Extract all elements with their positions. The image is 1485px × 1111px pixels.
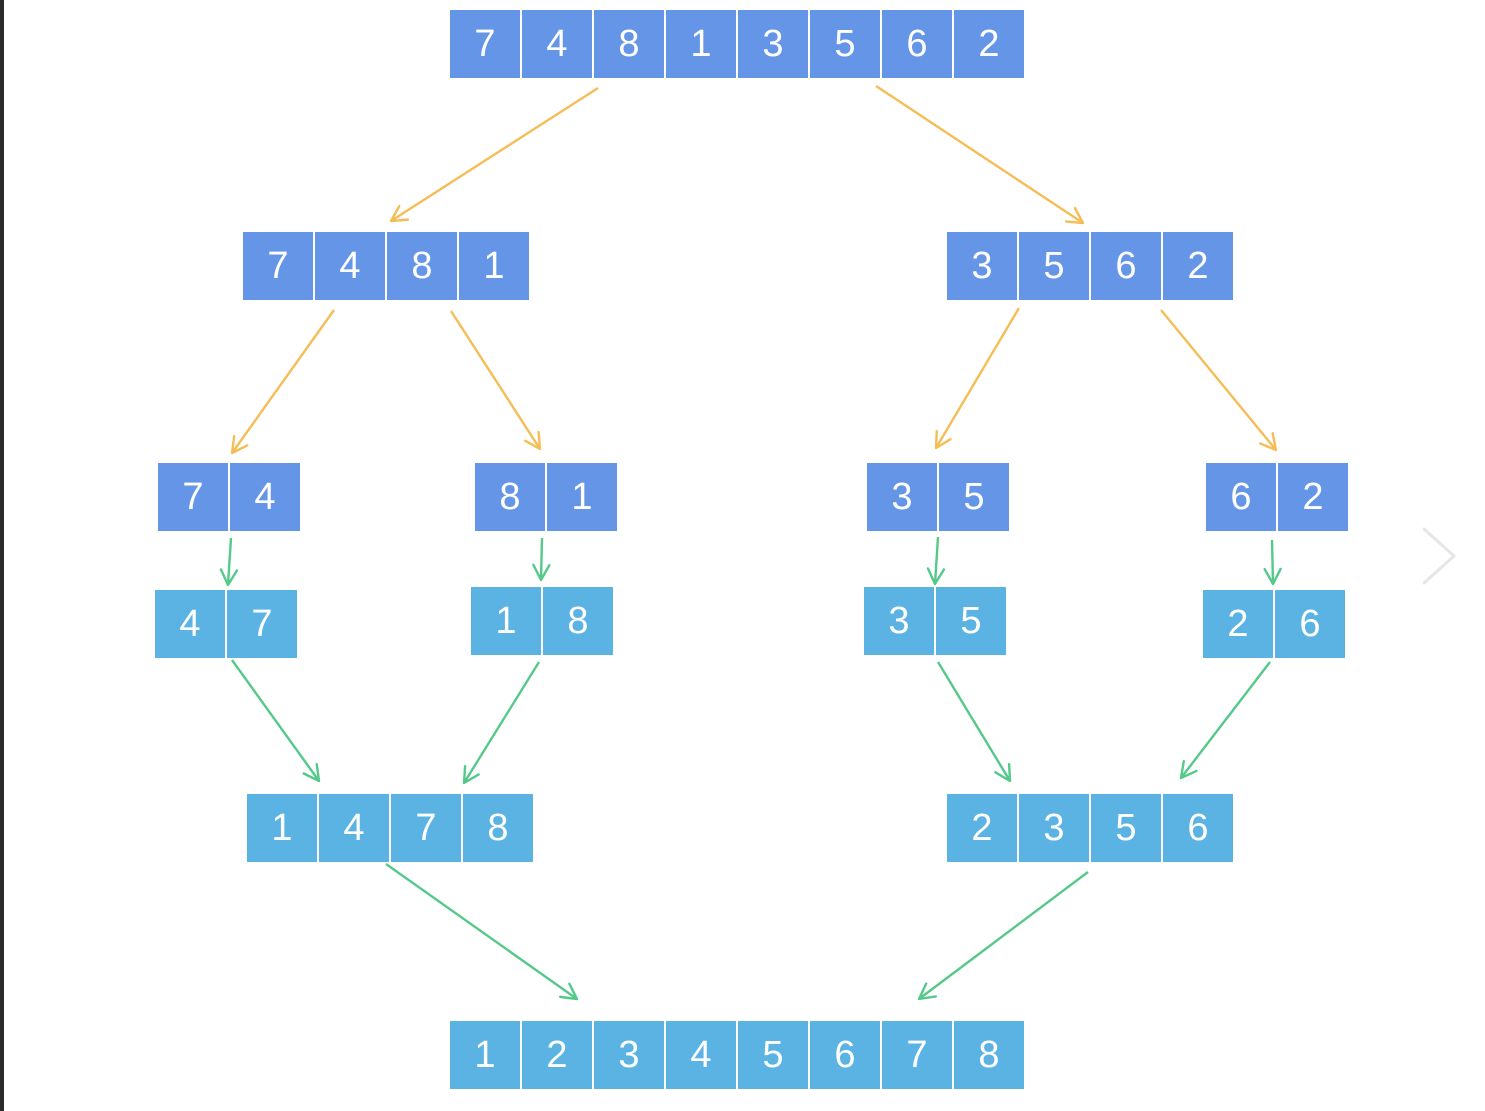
split-arrow [934, 307, 1021, 450]
array-cell: 4 [230, 463, 300, 531]
merge-arrow [462, 661, 541, 785]
array-cell: 7 [158, 463, 228, 531]
array-cell: 3 [738, 10, 808, 78]
array-cell: 7 [391, 794, 461, 862]
array-cell: 8 [954, 1021, 1024, 1089]
array-level1-right: 3 5 6 2 [947, 232, 1233, 300]
array-cell: 1 [450, 1021, 520, 1089]
array-cell: 1 [471, 587, 541, 655]
split-arrow [230, 309, 335, 455]
sort-arrow [532, 537, 551, 582]
array-level1-left: 7 4 8 1 [243, 232, 529, 300]
array-cell: 3 [594, 1021, 664, 1089]
array-cell: 4 [666, 1021, 736, 1089]
array-cell: 5 [1019, 232, 1089, 300]
array-cell: 6 [1091, 232, 1161, 300]
array-cell: 5 [939, 463, 1009, 531]
array-cell: 6 [1206, 463, 1276, 531]
array-cell: 6 [1163, 794, 1233, 862]
array-cell: 3 [947, 232, 1017, 300]
array-cell: 2 [522, 1021, 592, 1089]
array-result: 1 2 3 4 5 6 7 8 [450, 1021, 1024, 1089]
array-sorted-c: 3 5 [864, 587, 1006, 655]
chevron-right-icon[interactable] [1418, 525, 1462, 587]
array-level2-c: 3 5 [867, 463, 1009, 531]
array-level2-d: 6 2 [1206, 463, 1348, 531]
array-cell: 7 [882, 1021, 952, 1089]
array-level2-b: 8 1 [475, 463, 617, 531]
array-cell: 8 [463, 794, 533, 862]
array-cell: 8 [475, 463, 545, 531]
split-arrow [389, 86, 599, 223]
array-level2-a: 7 4 [158, 463, 300, 531]
array-cell: 3 [867, 463, 937, 531]
array-root: 7 4 8 1 3 5 6 2 [450, 10, 1024, 78]
sort-arrow [219, 537, 239, 587]
array-sorted-b: 1 8 [471, 587, 613, 655]
array-cell: 6 [810, 1021, 880, 1089]
array-cell: 3 [1019, 794, 1089, 862]
array-sorted-a: 4 7 [155, 590, 297, 658]
array-cell: 1 [459, 232, 529, 300]
split-arrow [1160, 309, 1278, 452]
array-cell: 5 [936, 587, 1006, 655]
split-arrow [875, 84, 1085, 225]
array-merged-right: 2 3 5 6 [947, 794, 1233, 862]
merge-arrow [936, 661, 1012, 783]
merge-arrow [1179, 661, 1271, 780]
array-cell: 7 [450, 10, 520, 78]
merge-arrow [385, 863, 579, 1001]
array-cell: 6 [1275, 590, 1345, 658]
array-cell: 2 [1278, 463, 1348, 531]
sort-arrow [1263, 539, 1282, 586]
array-cell: 4 [319, 794, 389, 862]
array-cell: 4 [315, 232, 385, 300]
array-cell: 7 [243, 232, 313, 300]
array-cell: 7 [227, 590, 297, 658]
array-cell: 1 [547, 463, 617, 531]
array-cell: 2 [1163, 232, 1233, 300]
array-cell: 8 [594, 10, 664, 78]
array-cell: 1 [247, 794, 317, 862]
array-sorted-d: 2 6 [1203, 590, 1345, 658]
array-cell: 3 [864, 587, 934, 655]
array-cell: 5 [1091, 794, 1161, 862]
array-cell: 1 [666, 10, 736, 78]
array-cell: 4 [522, 10, 592, 78]
array-cell: 8 [543, 587, 613, 655]
array-cell: 5 [738, 1021, 808, 1089]
merge-arrow [231, 659, 321, 783]
sort-arrow [926, 536, 946, 586]
array-cell: 5 [810, 10, 880, 78]
array-cell: 2 [947, 794, 1017, 862]
array-cell: 2 [954, 10, 1024, 78]
split-arrow [449, 310, 542, 451]
merge-arrow [917, 871, 1089, 1001]
array-cell: 2 [1203, 590, 1273, 658]
array-cell: 6 [882, 10, 952, 78]
array-cell: 8 [387, 232, 457, 300]
window-edge [0, 0, 4, 1111]
array-cell: 4 [155, 590, 225, 658]
array-merged-left: 1 4 7 8 [247, 794, 533, 862]
